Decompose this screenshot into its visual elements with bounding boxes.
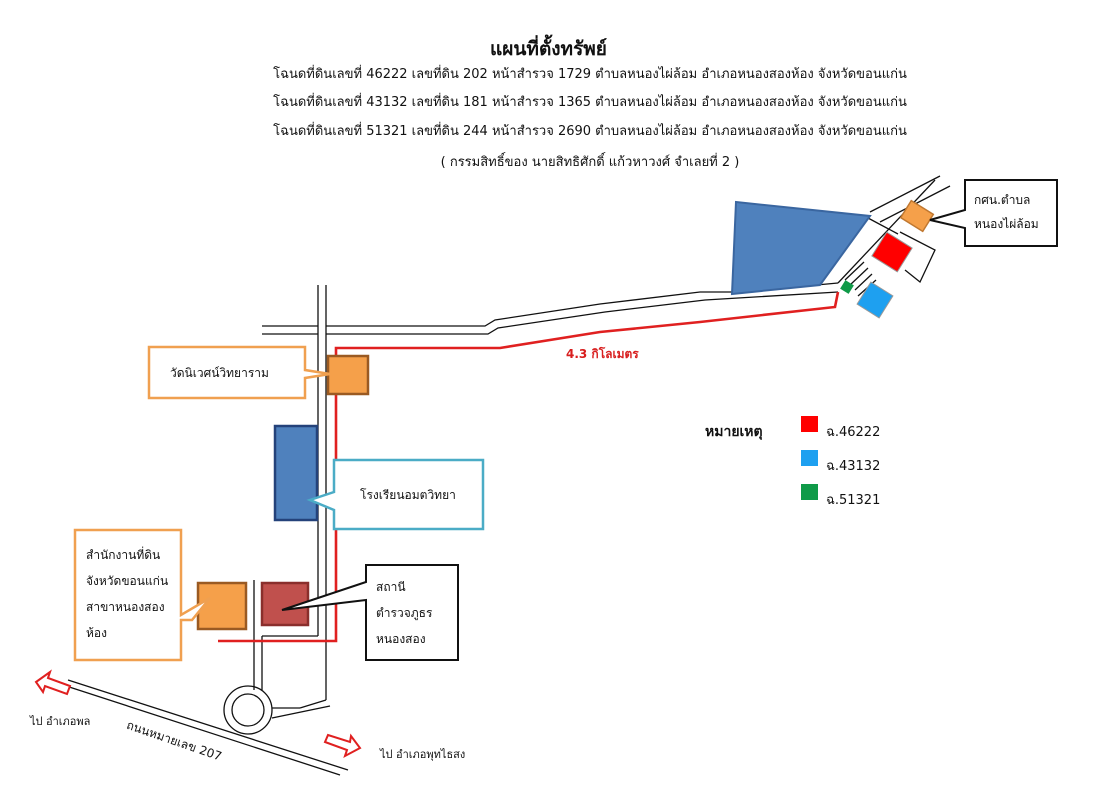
temple-block (326, 354, 370, 396)
callout-land-office (73, 528, 211, 662)
deed-line-1: โฉนดที่ดินเลขที่ 46222 เลขที่ดิน 202 หน้… (273, 67, 907, 82)
legend-swatch-46222 (801, 416, 818, 432)
legend-label-46222: ฉ.46222 (826, 425, 881, 440)
highway-207 (59, 679, 349, 776)
land-office-line3: สาขาหนองสอง (86, 600, 165, 614)
deed-line-2: โฉนดที่ดินเลขที่ 43132 เลขที่ดิน 181 หน้… (273, 95, 907, 110)
distance-label: 4.3 กิโลเมตร (566, 347, 639, 361)
arrow-west-icon (34, 669, 72, 696)
legend-label-43132: ฉ.43132 (826, 459, 881, 474)
callout-tambon (929, 179, 1058, 247)
school-label: โรงเรียนอมตวิทยา (360, 488, 456, 502)
large-building-northeast (730, 200, 872, 296)
police-line2: ตำรวจภูธร (376, 606, 433, 620)
land-office-line4: ห้อง (86, 626, 107, 640)
tambon-office-line1: กศน.ตำบล (974, 193, 1031, 207)
road-to-northeast (326, 179, 936, 335)
land-office-block (196, 581, 248, 631)
land-office-label: สำนักงานที่ดิน จังหวัดขอนแก่น สาขาหนองสอ… (86, 542, 168, 646)
map-title: แผนที่ตั้งทรัพย์ (490, 38, 607, 60)
ownership-line: ( กรรมสิทธิ์ของ นายสิทธิศักดิ์ แก้วหาวงศ… (440, 155, 740, 170)
northeast-roads (844, 175, 951, 297)
legend-label-51321: ฉ.51321 (826, 493, 881, 508)
callout-police (281, 564, 459, 661)
legend-swatch-51321 (801, 484, 818, 500)
tambon-office-block (899, 199, 935, 233)
police-line3: หนองสอง (376, 632, 426, 646)
police-line1: สถานี (376, 580, 406, 594)
callout-temple (147, 345, 331, 400)
legend-swatch-43132 (801, 450, 818, 466)
temple-label: วัดนิเวศน์วิทยาราม (170, 366, 269, 380)
tambon-office-line2: หนองไผ่ล้อม (974, 217, 1039, 231)
police-label: สถานี ตำรวจภูธร หนองสอง (376, 574, 432, 652)
plot-46222 (871, 231, 913, 273)
callout-school (306, 458, 485, 531)
tambon-office-label: กศน.ตำบล หนองไผ่ล้อม (974, 188, 1039, 236)
plot-51321 (840, 280, 854, 294)
plot-43132 (856, 281, 894, 319)
roundabout (223, 685, 273, 735)
arrow-east-icon (323, 733, 362, 759)
land-office-line2: จังหวัดขอนแก่น (86, 574, 169, 588)
side-road-west (253, 580, 255, 630)
direction-west: ไป อำเภอพล (30, 715, 91, 728)
land-office-line1: สำนักงานที่ดิน (86, 548, 161, 562)
school-block (273, 424, 319, 522)
legend-title: หมายเหตุ (705, 424, 763, 440)
deed-line-3: โฉนดที่ดินเลขที่ 51321 เลขที่ดิน 244 หน้… (273, 124, 907, 139)
temple-road (262, 325, 318, 335)
direction-east: ไป อำเภอพุทไธสง (380, 748, 466, 761)
